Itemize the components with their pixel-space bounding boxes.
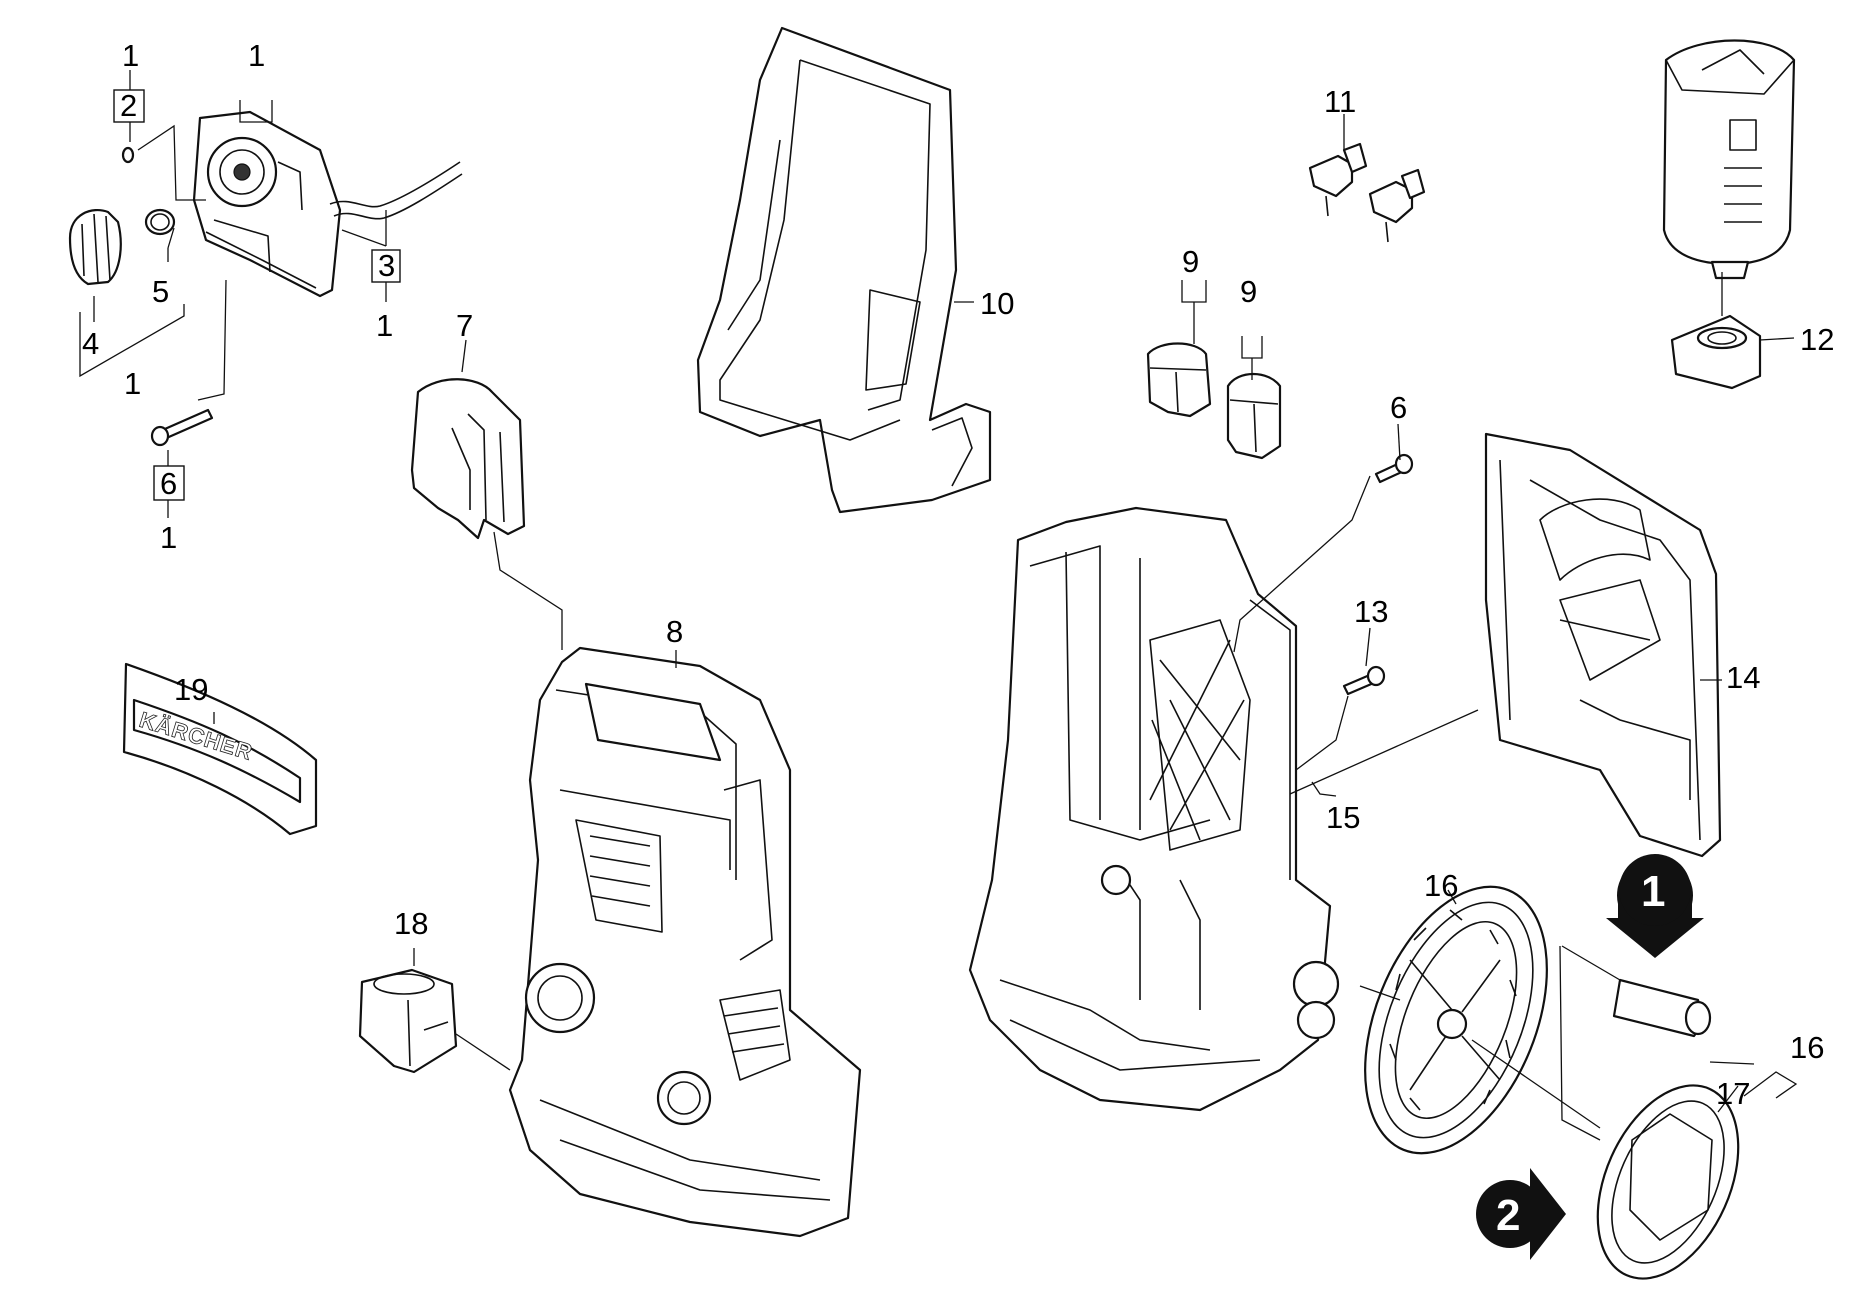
callout-8: 8 — [666, 614, 683, 649]
part-cap — [68, 208, 122, 286]
part-connector-housing — [192, 110, 342, 298]
part-screw-left — [150, 408, 214, 447]
part-small-oring — [121, 146, 135, 164]
callout-16b: 16 — [1790, 1030, 1824, 1065]
part-oring — [144, 208, 176, 236]
callout-1b: 1 — [248, 38, 265, 73]
part-chassis-15 — [968, 506, 1340, 1112]
part-holder-7 — [410, 378, 526, 540]
callout-3: 3 — [378, 248, 395, 283]
callout-2: 2 — [120, 88, 137, 123]
callout-16a: 16 — [1424, 868, 1458, 903]
callout-10: 10 — [980, 286, 1014, 321]
callout-15: 15 — [1326, 800, 1360, 835]
callout-6b: 6 — [1390, 390, 1407, 425]
callout-5: 5 — [152, 274, 169, 309]
part-clip-9b — [1226, 373, 1282, 460]
part-logo-strip-19: KÄRCHER — [122, 662, 318, 836]
callout-17: 17 — [1716, 1076, 1750, 1111]
marker-2-label: 2 — [1496, 1191, 1520, 1240]
part-clip-9a — [1146, 342, 1212, 418]
callout-12: 12 — [1800, 322, 1834, 357]
callout-14: 14 — [1726, 660, 1760, 695]
callout-18: 18 — [394, 906, 428, 941]
callout-1e: 1 — [160, 520, 177, 555]
callout-box-6 — [153, 465, 185, 501]
part-frame-10 — [696, 26, 992, 514]
part-fitting-11b — [1368, 168, 1426, 243]
part-screw-6b — [1374, 453, 1414, 484]
part-hubcap-17 — [1596, 1084, 1740, 1280]
part-detergent-tank — [1662, 39, 1796, 280]
marker-2-right-arrow: 2 — [1476, 1168, 1566, 1260]
part-main-cover-8 — [508, 646, 862, 1238]
callout-1d: 1 — [124, 366, 141, 401]
marker-1-label: 1 — [1641, 867, 1665, 916]
callout-19: 19 — [174, 672, 208, 707]
callout-11: 11 — [1324, 84, 1356, 119]
callout-13: 13 — [1354, 594, 1388, 629]
callout-labels: 1 1 2 3 1 4 5 1 6 1 7 8 9 9 10 11 12 6 1… — [82, 38, 1834, 1111]
callout-box-2 — [113, 89, 145, 123]
part-screw-13 — [1342, 665, 1386, 696]
callout-4: 4 — [82, 326, 99, 361]
part-tank-valve-12 — [1670, 314, 1762, 390]
part-side-panel-14 — [1484, 432, 1722, 858]
callout-7: 7 — [456, 308, 473, 343]
part-clip-18 — [358, 968, 458, 1074]
callout-6a: 6 — [160, 466, 177, 501]
callout-9a: 9 — [1182, 244, 1199, 279]
part-hose — [329, 161, 463, 220]
leader-lines — [79, 70, 1798, 1141]
callout-9b: 9 — [1240, 274, 1257, 309]
marker-1-down-arrow: 1 — [1606, 854, 1704, 958]
part-axle-pin — [1612, 978, 1712, 1038]
callout-box-3 — [371, 249, 401, 283]
part-wheel-16 — [1364, 885, 1548, 1155]
callout-1c: 1 — [376, 308, 393, 343]
callout-1a: 1 — [122, 38, 139, 73]
part-fitting-11a — [1308, 142, 1368, 217]
